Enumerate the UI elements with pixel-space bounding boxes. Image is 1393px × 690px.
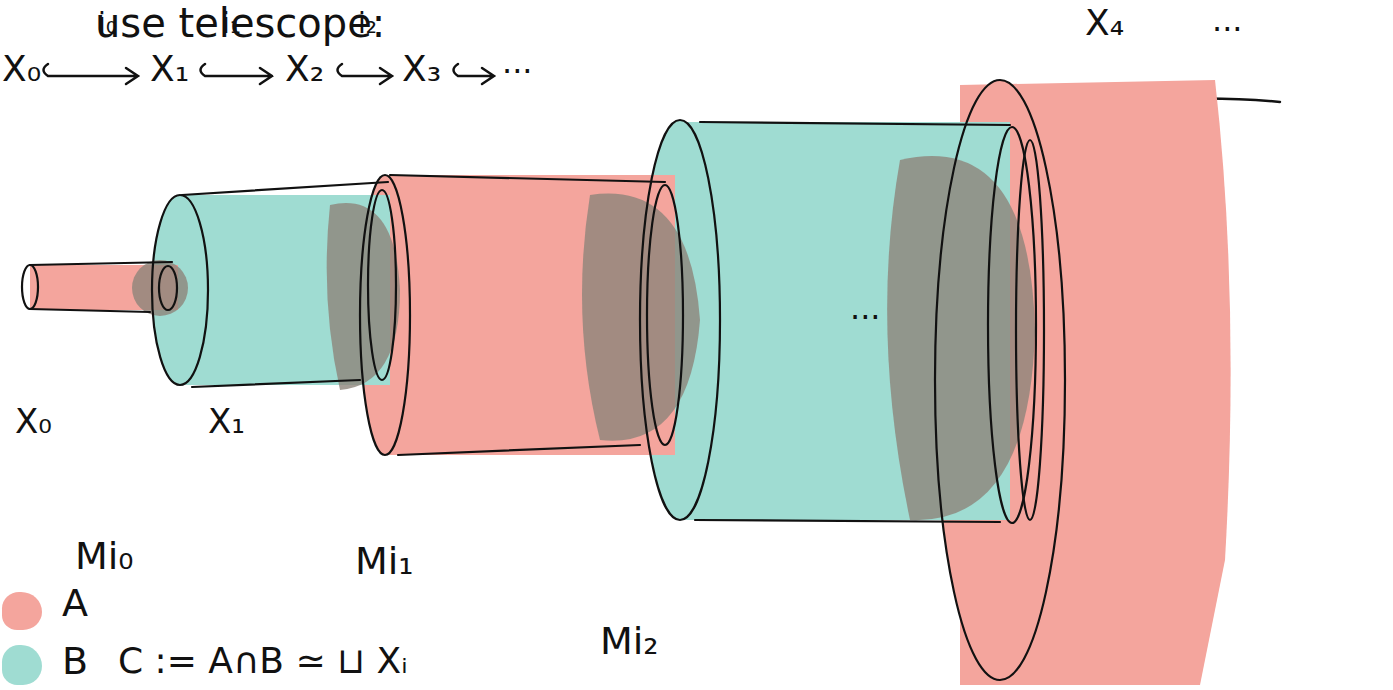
cylinder-outlines — [22, 80, 1065, 680]
math-label: ... — [1212, 2, 1243, 39]
math-label: X₄ — [1085, 2, 1124, 43]
legend-text: A — [62, 582, 88, 626]
math-label: X₁ — [208, 402, 245, 441]
legend-swatch — [2, 592, 42, 630]
math-label: X₂ — [285, 48, 324, 89]
math-label: Mi₀ — [75, 535, 134, 579]
math-label: ... — [502, 44, 533, 81]
math-label: C := A∩B ≃ ⊔ Xᵢ — [118, 640, 408, 681]
math-label: i₀ — [98, 8, 117, 40]
math-label: Mi₁ — [355, 540, 414, 584]
math-label: X₁ — [150, 48, 189, 89]
math-label: X₀ — [15, 402, 52, 441]
math-label: X₃ — [402, 48, 441, 89]
math-label: X₀ — [2, 48, 41, 89]
math-label: i₂ — [358, 8, 377, 40]
math-label: ... — [850, 290, 881, 327]
overlap-regions — [132, 156, 1035, 520]
legend-swatch — [2, 645, 42, 685]
math-label: Mi₂ — [600, 620, 659, 664]
legend-text: B — [62, 640, 88, 684]
math-label: i₁ — [222, 8, 241, 40]
